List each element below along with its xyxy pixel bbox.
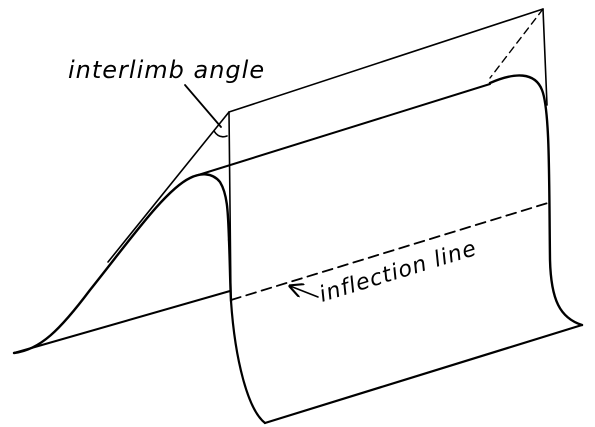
- left-limb-profile: [12, 173, 231, 355]
- inflection-line: [230, 201, 552, 301]
- hinge-crest-line: [194, 83, 491, 177]
- interlimb-angle-label: interlimb angle: [68, 56, 265, 84]
- interlimb-leader-line: [184, 84, 222, 128]
- tangent-plane-back-dashed: [489, 8, 544, 79]
- inflection-arrow: [290, 286, 319, 298]
- tangent-plane-top: [228, 8, 544, 113]
- tangent-plane-right: [542, 8, 548, 106]
- right-limb-profile: [488, 74, 584, 327]
- inflection-line-label: inflection line: [316, 236, 480, 308]
- fold-base-front-edge: [13, 290, 231, 354]
- fold-base-bottom-edge: [229, 299, 267, 425]
- fold-base-long-edge: [263, 323, 584, 425]
- tangent-plane-front-vertical: [228, 111, 232, 302]
- interlimb-angle-arc: [213, 130, 228, 138]
- tangent-plane-left: [107, 111, 230, 263]
